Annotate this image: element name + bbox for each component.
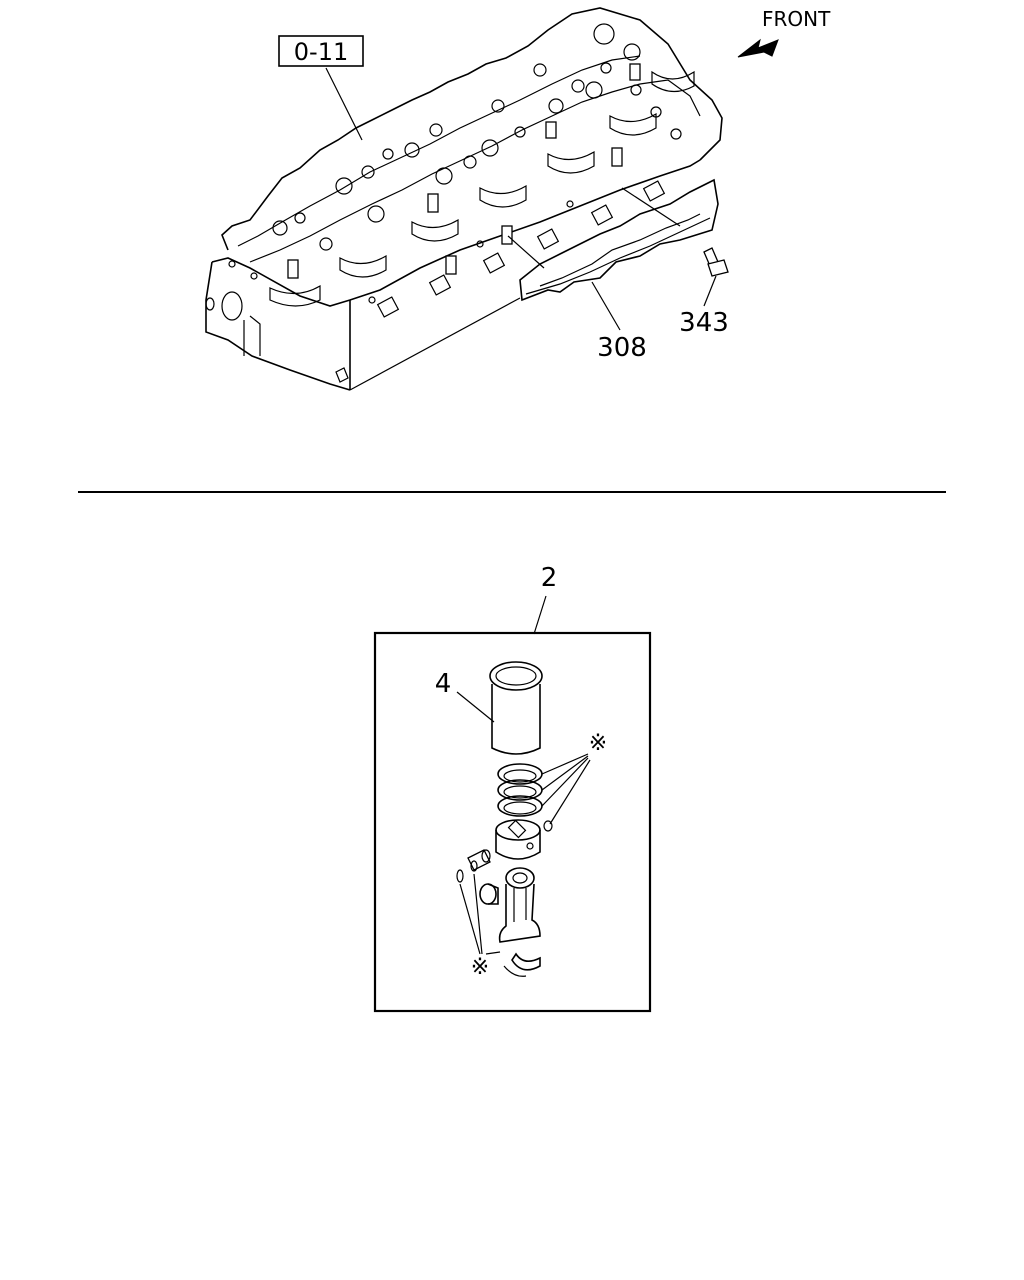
front-label: FRONT: [762, 7, 831, 31]
callout-2: 2: [541, 563, 558, 593]
front-arrow-icon: [737, 38, 779, 58]
connecting-rod: [498, 867, 541, 943]
small-end-bushing: [479, 883, 499, 905]
piston: [495, 819, 541, 860]
reference-leader: [325, 67, 363, 141]
bolt-leader: [703, 275, 717, 307]
connecting-rod-cap: [511, 952, 541, 971]
cylinder-head-assembly: 0-11 FRONT: [205, 7, 831, 391]
bolt-343: [703, 247, 729, 277]
liner-leader: [456, 691, 495, 723]
snap-ring: [456, 869, 464, 883]
piston-rings: [497, 763, 543, 817]
asterisk-rings: ※: [589, 731, 607, 756]
asterisk-pin-bearings: ※: [471, 955, 489, 980]
callout-4: 4: [435, 669, 452, 699]
callout-308: 308: [597, 333, 647, 363]
cylinder-head-deck: [221, 7, 723, 251]
cylinder-liner: [489, 661, 543, 755]
piston-kit: 2 4 ※: [373, 563, 652, 1013]
gasket-leader: [591, 281, 621, 331]
reference-box: [278, 35, 364, 67]
kit-leader: [533, 595, 547, 635]
cylinder-head-side: [211, 159, 701, 307]
piston-pin: [467, 849, 491, 871]
deck-holes: [228, 23, 682, 304]
snap-ring: [470, 860, 478, 872]
callout-343: 343: [679, 308, 729, 338]
exhaust-gasket: [519, 178, 719, 302]
kit-box: [373, 631, 652, 1013]
reference-box-label: 0-11: [294, 38, 348, 66]
